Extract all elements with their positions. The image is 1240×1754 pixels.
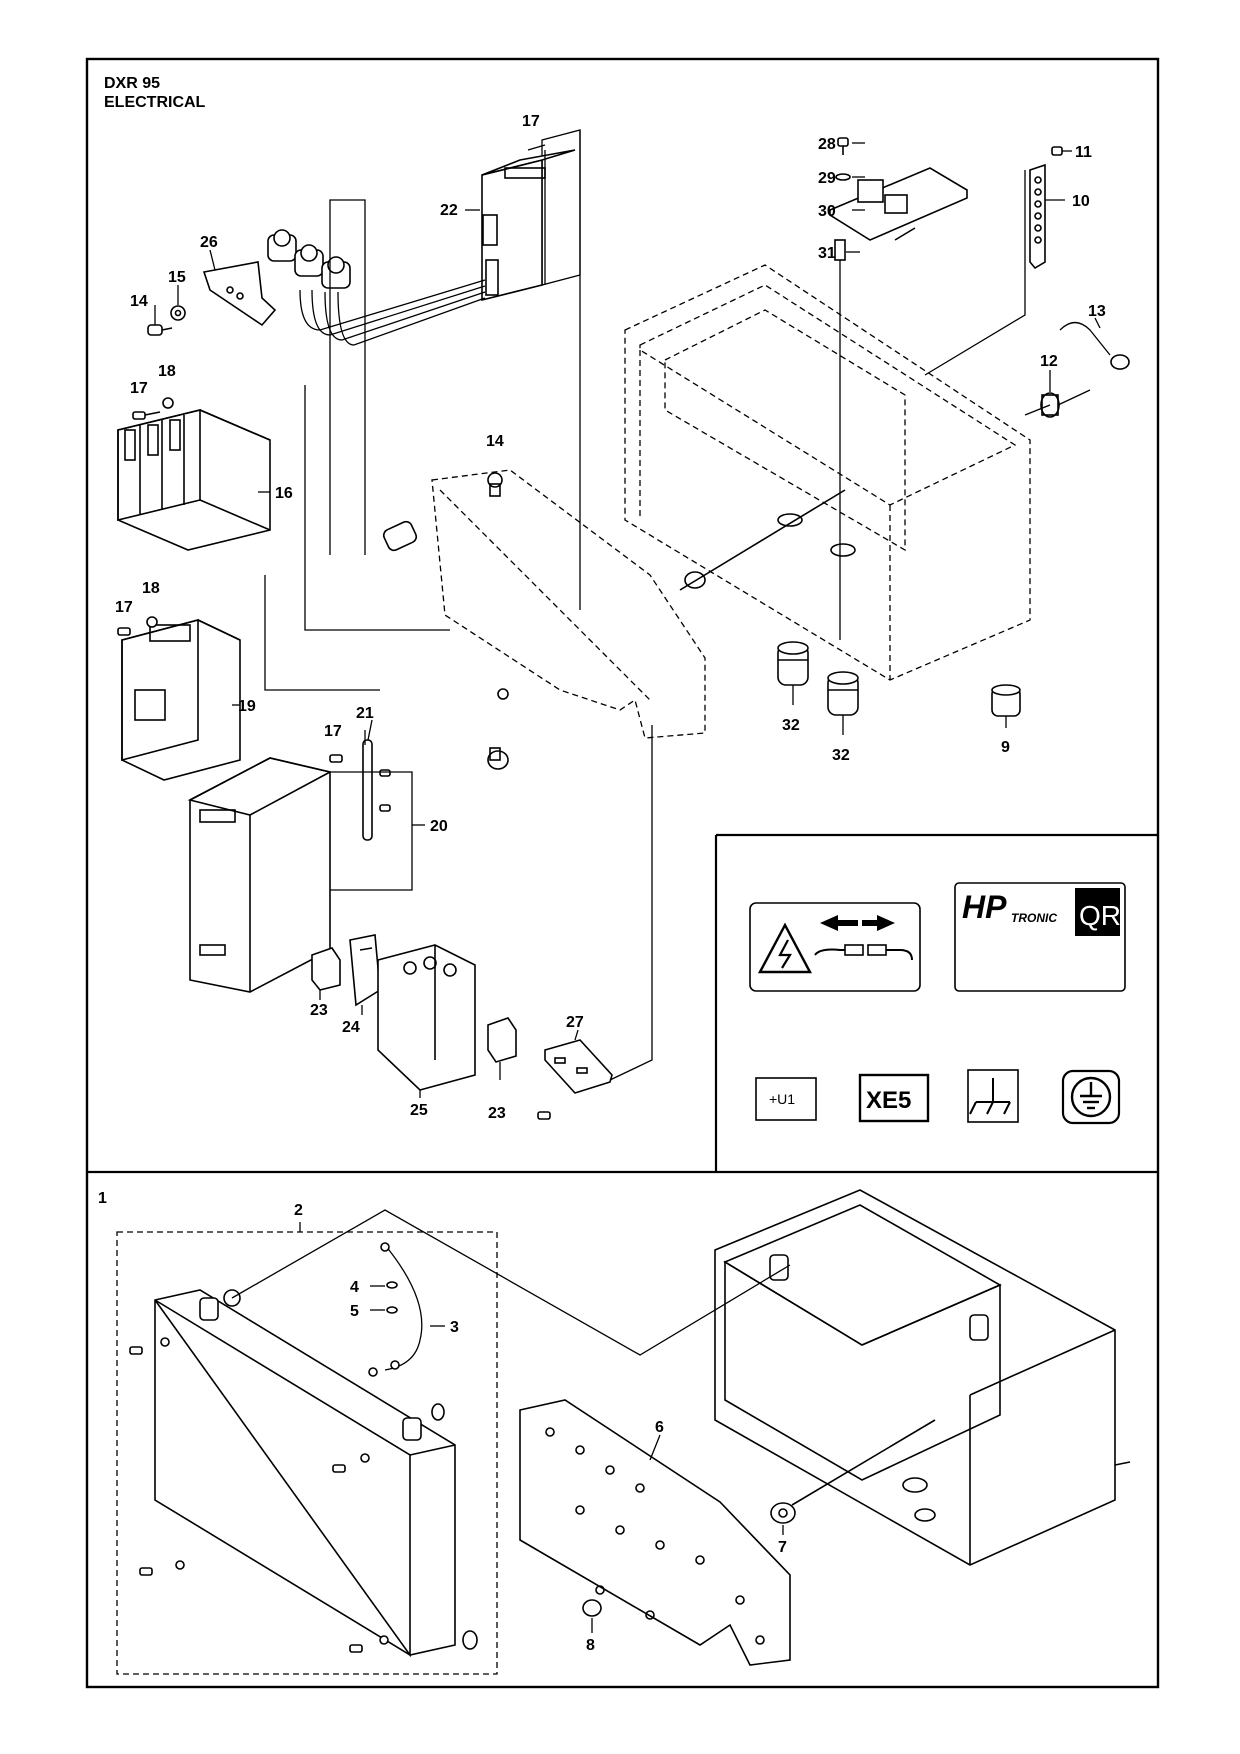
bottom-callout-labels: 1 2 3 4 5 6 7 8 — [98, 1190, 787, 1654]
part-26-bracket — [202, 261, 277, 327]
callout: 23 — [488, 1105, 506, 1122]
bottom-leader-lines — [231, 1209, 791, 1633]
callout: 17 — [522, 113, 540, 130]
part-17-screw-lower — [117, 616, 158, 636]
disconnect-arrows-icon — [814, 915, 913, 961]
part-17-screw-upper — [132, 397, 174, 420]
part-24-terminal — [349, 934, 381, 1007]
decal-warning-disconnect — [749, 902, 921, 992]
callout: 17 — [324, 723, 342, 740]
part-7-nut — [770, 1502, 796, 1524]
callout: 20 — [430, 818, 448, 835]
part-16-contactors — [117, 408, 271, 551]
part-28-screw — [837, 137, 849, 155]
top-callout-labels: 17 22 26 15 14 17 18 16 14 17 18 19 17 2… — [115, 113, 1106, 1122]
part-32-cable-gland-left — [777, 641, 809, 686]
callout: 7 — [778, 1539, 787, 1556]
cover-panel — [154, 1289, 456, 1658]
callout: 9 — [1001, 739, 1010, 756]
callout: 12 — [1040, 353, 1058, 370]
part-27-din-rail — [537, 1039, 613, 1120]
callout: 14 — [130, 293, 148, 310]
part-22-controller — [481, 129, 581, 302]
diagram-header: DXR 95 ELECTRICAL — [104, 74, 205, 112]
cable-clamp — [487, 688, 509, 770]
callout: 31 — [818, 245, 836, 262]
part-31-spacer — [834, 239, 846, 640]
callout: 30 — [818, 203, 836, 220]
part-13-cable — [1059, 321, 1130, 370]
part-21-strap — [329, 739, 391, 841]
part-20-power-supply — [187, 757, 333, 993]
callout: 24 — [342, 1019, 360, 1036]
high-voltage-warning-icon — [758, 922, 812, 974]
cover-assembly-dashed-box — [116, 1231, 498, 1675]
mounting-plate-dashed — [382, 469, 706, 739]
frame-ground-icon — [967, 1069, 1019, 1123]
xe5-text: XE5 — [866, 1087, 911, 1114]
callout: 14 — [486, 433, 504, 450]
callout: 18 — [142, 580, 160, 597]
part-9-rubber-foot — [991, 684, 1021, 717]
part-6-mounting-plate — [519, 1399, 791, 1666]
callout: 3 — [450, 1319, 459, 1336]
callout: 2 — [294, 1202, 303, 1219]
callout: 26 — [200, 234, 218, 251]
callout: 17 — [130, 380, 148, 397]
enclosure-dashed — [624, 264, 1031, 681]
diagram-frame — [85, 57, 1160, 1689]
callout: 29 — [818, 170, 836, 187]
callout: 17 — [115, 599, 133, 616]
callout: 21 — [356, 705, 374, 722]
part-14-screw — [147, 324, 173, 336]
section-title: ELECTRICAL — [104, 94, 206, 111]
callout: 1 — [98, 1190, 107, 1207]
current-sensors — [267, 229, 486, 346]
hp-sub-text: TRONIC — [1011, 911, 1057, 925]
part-8-nut — [582, 1599, 602, 1617]
callout: 13 — [1088, 303, 1106, 320]
decal-hptronic-qr — [954, 882, 1126, 992]
callout: 16 — [275, 485, 293, 502]
callout: 6 — [655, 1419, 664, 1436]
hp-brand-text: HP — [962, 889, 1007, 925]
part-3-ground-cable — [368, 1242, 423, 1377]
part-23-end-stop-left — [311, 947, 341, 991]
decal-u1 — [755, 1077, 817, 1121]
callout: 5 — [350, 1303, 359, 1320]
qr-text: QR — [1079, 900, 1121, 931]
part-15-washer — [170, 305, 186, 321]
callout: 4 — [350, 1279, 359, 1296]
callout: 10 — [1072, 193, 1090, 210]
callout: 18 — [158, 363, 176, 380]
callout: 19 — [238, 698, 256, 715]
part-30-circuit-board — [829, 167, 968, 241]
callout: 22 — [440, 202, 458, 219]
callout: 32 — [832, 747, 850, 764]
enclosure-box — [714, 1189, 1131, 1566]
model-title: DXR 95 — [104, 75, 161, 92]
part-11-screw — [1051, 146, 1063, 156]
part-23-end-stop-right — [487, 1017, 517, 1063]
part-25-circuit-breaker — [377, 944, 476, 1091]
decal-xe5 — [858, 1073, 930, 1123]
part-29-washer — [835, 173, 851, 181]
callout: 23 — [310, 1002, 328, 1019]
u1-text: +U1 — [769, 1091, 795, 1107]
part-19-soft-starter — [121, 618, 241, 781]
part-32-cable-gland-right — [827, 671, 859, 716]
callout: 27 — [566, 1014, 584, 1031]
top-leader-lines — [154, 130, 1101, 1098]
callout: 15 — [168, 269, 186, 286]
protective-earth-icon — [1061, 1069, 1121, 1125]
callout: 25 — [410, 1102, 428, 1119]
callout: 8 — [586, 1637, 595, 1654]
callout: 32 — [782, 717, 800, 734]
decal-texts: HP TRONIC QR +U1 XE5 — [769, 889, 1121, 1114]
part-10-terminal-strip — [1029, 163, 1046, 270]
part-12-connector — [1040, 389, 1091, 418]
callout: 11 — [1075, 144, 1092, 161]
callout: 28 — [818, 136, 836, 153]
